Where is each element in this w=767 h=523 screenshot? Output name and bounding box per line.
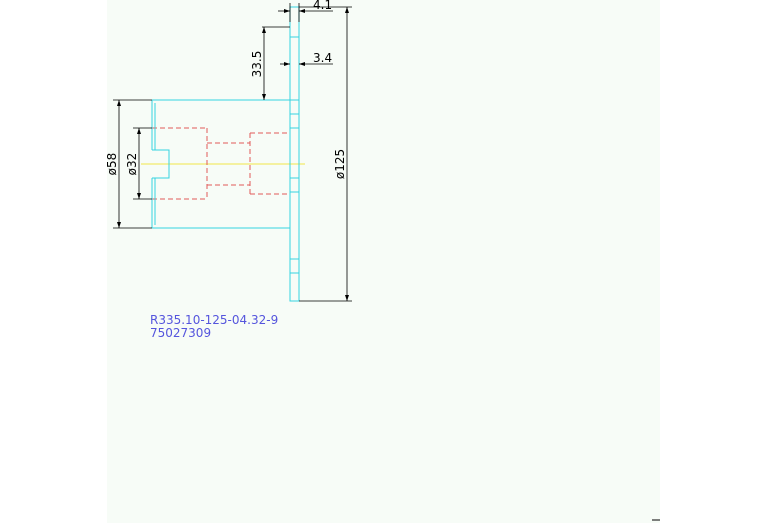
dim-width-top: 4.1 — [313, 0, 332, 12]
drawing-sheet — [107, 0, 660, 523]
dim-diameter-inner: ø32 — [125, 153, 139, 176]
item-number-label: 75027309 — [150, 326, 211, 340]
dim-diameter-outer: ø58 — [105, 153, 119, 176]
part-outline — [151, 6, 300, 302]
dimension-lines — [113, 3, 352, 302]
dim-diameter-flange: ø125 — [333, 149, 347, 179]
dim-width-small: 3.4 — [313, 51, 332, 65]
hidden-bore-lines — [152, 127, 290, 200]
part-number-label: R335.10-125-04.32-9 — [150, 313, 278, 327]
dimension-arrows — [117, 7, 349, 301]
dim-height-top: 33.5 — [250, 51, 264, 78]
